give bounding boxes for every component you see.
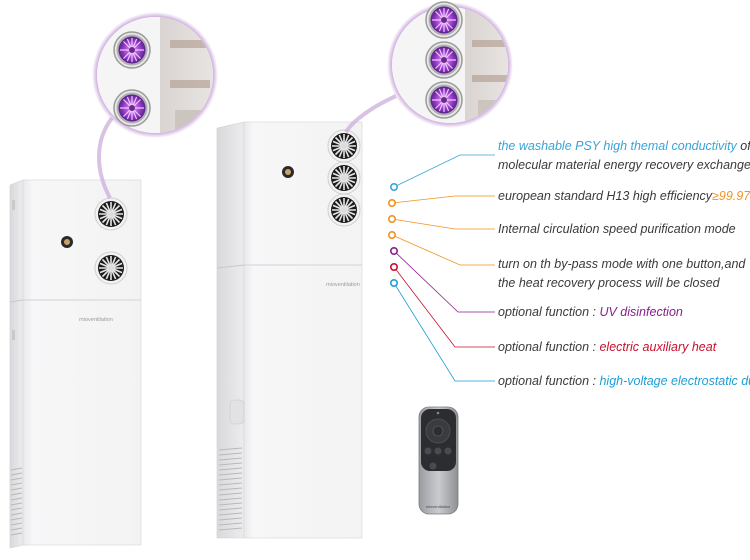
feature-bypass-mode: turn on th by-pass mode with one button,… <box>498 255 745 293</box>
feature-text: the heat recovery process will be closed <box>498 276 720 290</box>
uv-detail-bubble-left <box>92 12 218 199</box>
feature-highlight: the washable PSY high themal conductivit… <box>498 139 737 153</box>
uv-fan-icon <box>425 1 463 119</box>
feature-connector-lines <box>391 154 495 382</box>
uv-detail-bubble-right <box>344 1 513 134</box>
feature-text: of <box>736 139 750 153</box>
feature-highlight: ≥99.97 <box>712 189 750 203</box>
feature-heat-exchanger: the washable PSY high themal conductivit… <box>498 137 750 175</box>
feature-text: Internal circulation speed purification … <box>498 222 736 236</box>
feature-uv-disinfection: optional function : UV disinfection <box>498 303 683 322</box>
feature-text: molecular material energy recovery excha… <box>498 158 750 172</box>
feature-highlight: high-voltage electrostatic dust <box>599 374 750 388</box>
feature-text: turn on th by-pass mode with one button,… <box>498 257 746 271</box>
feature-highlight: electric auxiliary heat <box>599 340 717 354</box>
remote-brand-label: mioventilation <box>426 504 450 509</box>
feature-electric-heat: optional function : electric auxiliary h… <box>498 338 716 357</box>
left-ventilation-unit: mioventilation <box>9 179 142 549</box>
remote-control-icon: mioventilation <box>418 406 459 515</box>
feature-text: european standard H13 high efficiency <box>498 189 713 203</box>
control-knob-icon <box>61 236 73 248</box>
feature-text: optional function : <box>498 340 600 354</box>
fan-outlet-icon <box>327 129 361 227</box>
feature-text: optional function : <box>498 305 600 319</box>
left-unit-brand-label: mioventilation <box>79 317 113 323</box>
feature-h13-filter: european standard H13 high efficiency≥99… <box>498 187 750 206</box>
feature-highlight: UV disinfection <box>599 305 683 319</box>
right-unit-brand-label: mioventilation <box>326 282 360 288</box>
right-ventilation-unit: mioventilation <box>216 121 363 539</box>
feature-electrostatic-dust: optional function : high-voltage electro… <box>498 372 750 391</box>
feature-text: optional function : <box>498 374 600 388</box>
control-knob-icon <box>282 166 294 178</box>
feature-dots <box>387 183 398 287</box>
feature-internal-circulation: Internal circulation speed purification … <box>498 220 736 239</box>
